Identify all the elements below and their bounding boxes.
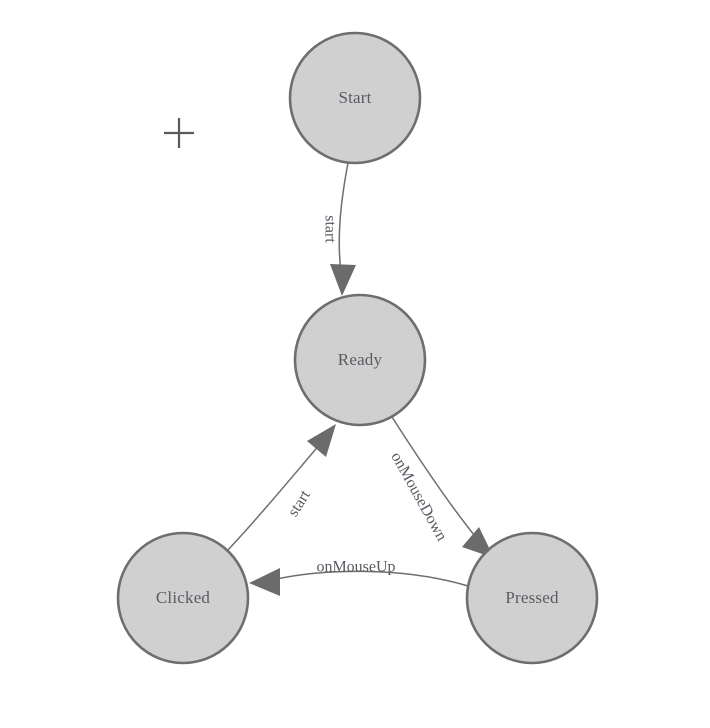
node-pressed[interactable]: Pressed xyxy=(465,531,599,665)
edge-ready-to-pressed-arrowhead xyxy=(462,527,494,558)
node-clicked-label: Clicked xyxy=(156,588,211,607)
edge-label-clicked-to-ready: start xyxy=(285,487,314,520)
edge-start-to-ready-path xyxy=(338,162,349,273)
edge-start-to-ready[interactable] xyxy=(330,162,356,296)
edge-start-to-ready-arrowhead xyxy=(330,264,356,296)
node-start-label: Start xyxy=(338,88,371,107)
node-ready-circle[interactable] xyxy=(293,293,427,427)
node-clicked[interactable]: Clicked xyxy=(116,531,250,665)
edge-pressed-to-clicked-path xyxy=(271,570,469,587)
node-clicked-circle[interactable] xyxy=(116,531,250,665)
edge-pressed-to-clicked-arrowhead xyxy=(249,568,280,596)
node-ready-label: Ready xyxy=(338,350,383,369)
edge-label-ready-to-pressed: onMouseDown xyxy=(387,449,450,544)
edge-ready-to-pressed-path xyxy=(391,416,480,542)
edge-clicked-to-ready[interactable] xyxy=(225,424,336,553)
edge-label-pressed-to-clicked: onMouseUp xyxy=(316,559,395,576)
edge-ready-to-pressed[interactable] xyxy=(391,416,494,558)
edge-pressed-to-clicked[interactable] xyxy=(249,568,469,596)
plus-marker-icon xyxy=(164,118,194,148)
node-start-circle[interactable] xyxy=(288,31,422,165)
edge-label-start-to-ready: start xyxy=(321,215,338,243)
node-ready[interactable]: Ready xyxy=(293,293,427,427)
edge-clicked-to-ready-path xyxy=(225,442,322,553)
node-pressed-label: Pressed xyxy=(505,588,559,607)
node-start[interactable]: Start xyxy=(288,31,422,165)
edge-clicked-to-ready-arrowhead xyxy=(307,424,336,457)
node-pressed-circle[interactable] xyxy=(465,531,599,665)
